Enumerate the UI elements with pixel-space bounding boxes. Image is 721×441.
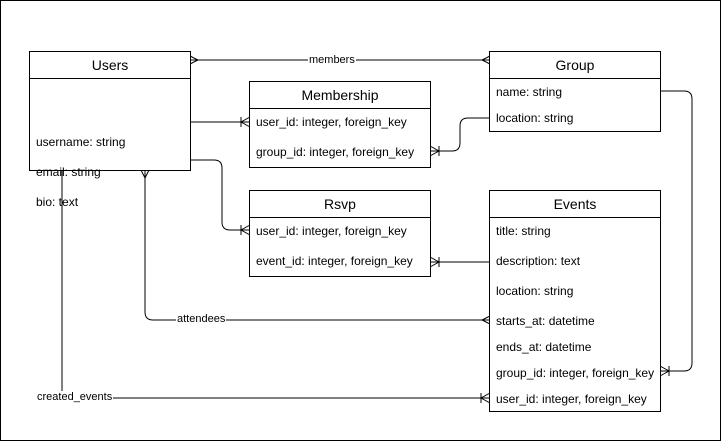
- rsvp-table: Rsvp user_id: integer, foreign_key event…: [249, 190, 431, 277]
- events-table-title: Events: [490, 191, 660, 218]
- membership-table: Membership user_id: integer, foreign_key…: [249, 81, 431, 168]
- users-field-username: username: string: [36, 135, 126, 149]
- rsvp-field-event-id: event_id: integer, foreign_key: [256, 254, 413, 268]
- group-events-connector: [660, 90, 693, 372]
- users-rsvp-connector: [190, 159, 250, 231]
- group-table-title: Group: [490, 52, 660, 79]
- users-field-bio: bio: text: [36, 195, 79, 209]
- events-field-description: description: text: [496, 254, 581, 268]
- crowfoot-events-creator: [479, 392, 491, 404]
- events-field-group-id: group_id: integer, foreign_key: [496, 366, 655, 380]
- crowfoot-users-attendees: [140, 169, 150, 180]
- crowfoot-membership-user: [239, 116, 251, 128]
- events-field-ends-at: ends_at: datetime: [496, 340, 592, 354]
- events-field-title: title: string: [496, 224, 551, 238]
- crowfoot-group-members: [480, 55, 491, 65]
- events-field-starts-at: starts_at: datetime: [496, 314, 595, 328]
- crowfoot-membership-group: [429, 145, 441, 157]
- crowfoot-users-members: [189, 55, 200, 65]
- rsvp-table-title: Rsvp: [250, 191, 430, 218]
- group-field-location: location: string: [496, 111, 574, 125]
- crowfoot-events-group: [659, 365, 671, 377]
- created-events-label: created_events: [36, 391, 114, 404]
- crowfoot-rsvp-event: [429, 256, 441, 268]
- group-table: Group name: string location: string: [489, 51, 661, 132]
- users-table-title: Users: [30, 52, 190, 79]
- members-label: members: [308, 54, 356, 67]
- users-field-email: email: string: [36, 165, 101, 179]
- attendees-label: attendees: [176, 313, 227, 326]
- membership-table-title: Membership: [250, 82, 430, 109]
- membership-field-user-id: user_id: integer, foreign_key: [256, 115, 407, 129]
- users-table: Users username: string email: string bio…: [29, 51, 191, 209]
- events-table: Events title: string description: text l…: [489, 190, 661, 412]
- events-field-user-id: user_id: integer, foreign_key: [496, 392, 647, 406]
- membership-field-group-id: group_id: integer, foreign_key: [256, 145, 415, 159]
- group-membership-connector: [430, 117, 490, 152]
- attendees-connector: [144, 170, 490, 321]
- group-field-name: name: string: [496, 85, 563, 99]
- events-field-location: location: string: [496, 284, 574, 298]
- rsvp-field-user-id: user_id: integer, foreign_key: [256, 224, 407, 238]
- crowfoot-events-attendees: [480, 315, 491, 325]
- crowfoot-rsvp-user: [239, 224, 251, 236]
